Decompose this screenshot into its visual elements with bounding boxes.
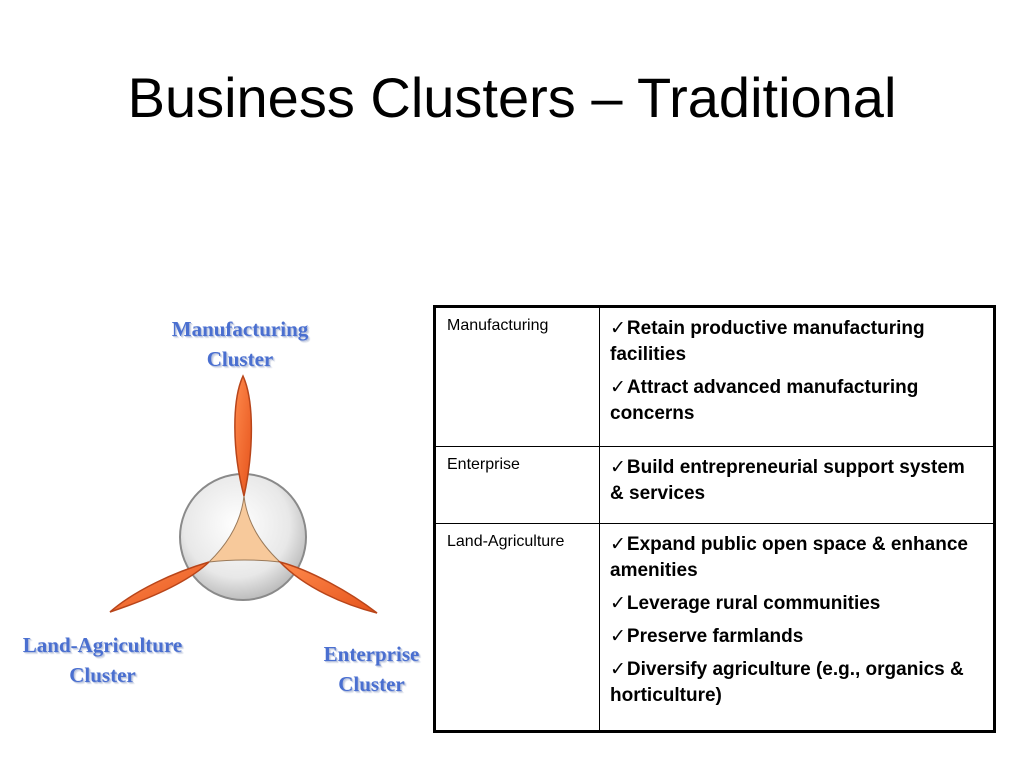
check-icon: ✓ [610, 534, 626, 555]
enterprise-blade [277, 560, 378, 614]
goal-text: Build entrepreneurial support system & s… [610, 457, 965, 504]
label-line: Cluster [206, 347, 274, 371]
goal-item: ✓Diversify agriculture (e.g., organics &… [610, 657, 983, 709]
land-agriculture-cluster-label: Land-Agriculture Cluster [0, 630, 205, 690]
goal-item: ✓Preserve farmlands [610, 624, 983, 650]
land-agriculture-blade [109, 561, 210, 613]
table-row: Land-Agriculture ✓Expand public open spa… [434, 523, 995, 732]
category-cell: Enterprise [434, 446, 600, 524]
category-cell: Manufacturing [434, 306, 600, 447]
label-line: Manufacturing [171, 317, 309, 341]
goal-item: ✓Expand public open space & enhance amen… [610, 532, 983, 584]
cluster-goals-table: Manufacturing ✓Retain productive manufac… [433, 305, 996, 733]
goal-item: ✓Build entrepreneurial support system & … [610, 455, 983, 507]
goal-item: ✓Retain productive manufacturing facilit… [610, 316, 983, 368]
hub-triangle [207, 495, 282, 563]
enterprise-cluster-label: Enterprise Cluster [304, 639, 439, 699]
goal-text: Leverage rural communities [626, 593, 881, 614]
goal-text: Retain productive manufacturing faciliti… [610, 318, 925, 365]
manufacturing-cluster-label: Manufacturing Cluster [140, 314, 340, 374]
goal-text: Expand public open space & enhance ameni… [610, 534, 968, 581]
label-line: Enterprise [323, 642, 420, 666]
label-line: Cluster [338, 672, 405, 696]
category-cell: Land-Agriculture [434, 523, 600, 732]
goal-text: Diversify agriculture (e.g., organics & … [610, 659, 964, 706]
table-row: Manufacturing ✓Retain productive manufac… [434, 306, 995, 447]
slide-title: Business Clusters – Traditional [127, 66, 897, 129]
check-icon: ✓ [610, 457, 626, 478]
goals-cell: ✓Retain productive manufacturing facilit… [599, 306, 995, 447]
goals-cell: ✓Expand public open space & enhance amen… [599, 523, 995, 732]
check-icon: ✓ [610, 593, 626, 614]
manufacturing-blade [234, 374, 253, 497]
goals-cell: ✓Build entrepreneurial support system & … [599, 446, 995, 524]
goal-text: Preserve farmlands [626, 626, 804, 647]
check-icon: ✓ [610, 626, 626, 647]
table-row: Enterprise ✓Build entrepreneurial suppor… [434, 446, 995, 524]
label-line: Land-Agriculture [22, 633, 183, 657]
propeller-diagram [109, 374, 378, 614]
goal-item: ✓Leverage rural communities [610, 591, 983, 617]
goal-item: ✓Attract advanced manufacturing concerns [610, 375, 983, 427]
check-icon: ✓ [610, 659, 626, 680]
label-line: Cluster [69, 663, 136, 687]
cluster-diagram: Manufacturing Cluster Land-Agriculture C… [0, 300, 440, 720]
check-icon: ✓ [610, 318, 626, 339]
goal-text: Attract advanced manufacturing concerns [610, 377, 919, 424]
check-icon: ✓ [610, 377, 626, 398]
